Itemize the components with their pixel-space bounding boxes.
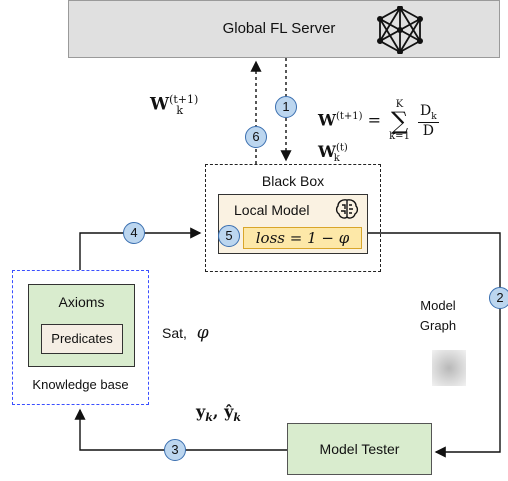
sat-text: Sat, [162,325,187,341]
sat-label: Sat, φ [162,323,209,343]
step-6-badge: 6 [245,126,267,148]
step-1-badge: 1 [275,96,297,118]
eq-num: D [420,103,432,120]
eq-rhs-sup: (t) [335,142,348,154]
eq-num-sub: k [431,111,437,122]
eq-fraction: Dk D [418,103,439,139]
outputs-y: y [196,402,206,421]
arrow-2 [368,232,501,458]
global-server-box [68,0,500,58]
aggregation-equation: W(t+1) = K ∑ k=1 Dk D W(t)k [318,99,439,165]
predicates-box: Predicates [41,324,123,354]
eq-sum-bottom: k=1 [389,131,410,142]
model-graph-image [432,350,466,386]
phi-symbol: φ [196,323,209,343]
eq-rhs-sub: k [333,153,340,165]
step-4-badge: 4 [123,222,145,244]
model-tester-box: Model Tester [287,423,432,475]
server-label: Global FL Server [222,20,336,37]
step-2-badge: 2 [489,287,508,309]
black-box-label: Black Box [261,173,325,189]
weights-sub: k [176,104,183,118]
weights-sup: (t+1) [169,93,199,106]
local-model-label: Local Model [234,202,310,218]
loss-formula: loss = 1 − φ [243,227,362,249]
black-box [205,164,381,272]
outputs-yhat: ŷ [224,402,234,421]
knowledge-base-label: Knowledge base [32,377,129,392]
model-graph-line1: Model [420,298,456,313]
network-icon [377,6,423,54]
step-3-badge: 3 [164,439,186,461]
weights-label: W(t+1)k [150,93,199,118]
model-graph-line2: Graph [419,318,457,333]
eq-sum: K ∑ k=1 [389,99,410,142]
eq-lhs-sup: (t+1) [335,111,363,123]
eq-sum-top: K [395,99,404,110]
arrow-3 [74,408,287,451]
brain-icon [335,199,359,219]
eq-den: D [422,122,434,139]
knowledge-base-box [12,270,149,405]
axioms-label: Axioms [58,294,105,310]
outputs-label: yk, ŷk [196,402,241,425]
arrow-4 [79,227,202,270]
model-graph-label: Model Graph [408,296,468,336]
step-5-badge: 5 [218,225,240,247]
